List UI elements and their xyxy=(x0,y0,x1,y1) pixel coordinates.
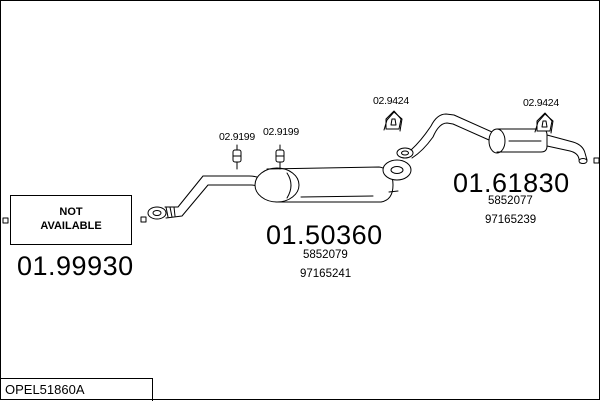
mount-02-9199-right xyxy=(275,144,285,170)
mount-label: 02.9199 xyxy=(263,126,299,138)
not-available-line: AVAILABLE xyxy=(40,220,102,232)
oem-number: 97165239 xyxy=(485,214,537,226)
reference-label: OPEL51860A xyxy=(1,378,153,401)
rear-pipe xyxy=(396,113,502,159)
not-available-box: NOT AVAILABLE xyxy=(10,195,132,245)
rear-silencer xyxy=(488,128,588,164)
part-code: 01.50360 xyxy=(266,220,383,250)
front-pipe xyxy=(147,175,264,220)
right-end-marker xyxy=(593,157,600,164)
mount-label: 02.9199 xyxy=(219,131,255,143)
oem-number: 5852079 xyxy=(303,249,348,261)
part-code: 01.99930 xyxy=(17,251,134,281)
mount-02-9424-right xyxy=(534,112,554,134)
mount-02-9199-left xyxy=(232,144,242,170)
middle-silencer xyxy=(254,166,399,203)
mount-02-9424-left xyxy=(383,110,403,132)
mount-label: 02.9424 xyxy=(523,97,559,109)
middle-connector-flange xyxy=(382,159,412,181)
part-code: 01.61830 xyxy=(453,168,570,198)
oem-number: 5852077 xyxy=(488,195,533,207)
oem-number: 97165241 xyxy=(300,268,352,280)
mount-label: 02.9424 xyxy=(373,95,409,107)
left-end-marker xyxy=(2,217,9,224)
front-pipe-marker xyxy=(140,216,147,223)
not-available-line: NOT xyxy=(59,206,83,219)
